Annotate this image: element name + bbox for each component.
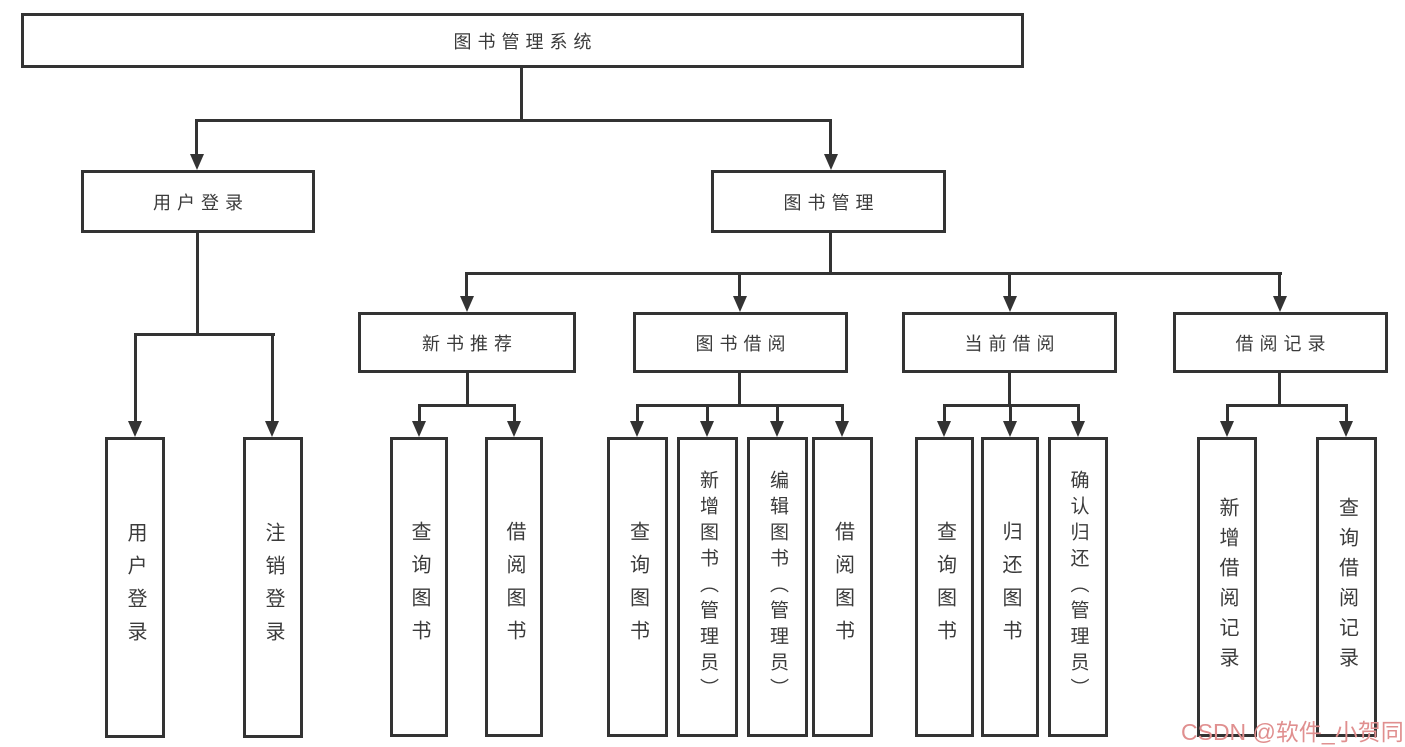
leaf-logout: 注销登录 — [243, 437, 303, 738]
arrow-down-icon — [835, 421, 849, 437]
connector-user-login-splitter — [134, 333, 275, 336]
leaf-query-books-current-label: 查询图书 — [933, 521, 956, 653]
connector-leaf-drop — [418, 404, 421, 422]
connector-drop-borrow-records — [1278, 272, 1281, 298]
arrow-down-icon — [700, 421, 714, 437]
leaf-confirm-return-admin: 确认归还（管理员） — [1048, 437, 1108, 737]
node-book-management-label: 图书管理 — [783, 192, 880, 213]
leaf-user-login-label: 用户登录 — [124, 521, 146, 654]
leaf-add-books-admin-label: 新增图书（管理员） — [697, 470, 718, 704]
node-book-borrow: 图书借阅 — [633, 312, 848, 373]
arrow-down-icon — [1273, 296, 1287, 312]
connector-book-management-stem — [829, 233, 832, 274]
node-book-management: 图书管理 — [711, 170, 946, 233]
leaf-borrow-books: 借阅图书 — [812, 437, 873, 737]
node-new-book-recommend-label: 新书推荐 — [422, 333, 518, 354]
leaf-borrow-books-recommend-label: 借阅图书 — [503, 521, 525, 653]
connector-drop-book-management — [829, 119, 832, 155]
leaf-add-borrow-record-label: 新增借阅记录 — [1216, 497, 1238, 677]
connector-user-login-stem — [196, 233, 199, 335]
arrow-down-icon — [770, 421, 784, 437]
connector-leaf-drop — [776, 404, 779, 422]
node-borrow-records: 借阅记录 — [1173, 312, 1388, 373]
leaf-query-books-recommend-label: 查询图书 — [408, 521, 430, 653]
leaf-borrow-books-recommend: 借阅图书 — [485, 437, 543, 737]
connector-leaf-drop — [636, 404, 639, 422]
leaf-query-books-current: 查询图书 — [915, 437, 974, 737]
arrow-down-icon — [630, 421, 644, 437]
leaf-query-borrow-record: 查询借阅记录 — [1316, 437, 1377, 737]
node-borrow-records-label: 借阅记录 — [1235, 333, 1332, 354]
leaf-query-books-borrow: 查询图书 — [607, 437, 668, 737]
leaf-query-borrow-record-label: 查询借阅记录 — [1335, 497, 1358, 677]
connector-drop-current-borrow — [1008, 272, 1011, 298]
arrow-down-icon — [1071, 421, 1085, 437]
leaf-query-books-borrow-label: 查询图书 — [626, 521, 649, 653]
node-current-borrow: 当前借阅 — [902, 312, 1117, 373]
connector-new-book-stem — [466, 373, 469, 406]
arrow-down-icon — [1339, 421, 1353, 437]
leaf-return-books: 归还图书 — [981, 437, 1039, 737]
leaf-add-books-admin: 新增图书（管理员） — [677, 437, 738, 737]
leaf-confirm-return-admin-label: 确认归还（管理员） — [1067, 470, 1089, 704]
connector-leaf-drop — [1345, 404, 1348, 422]
connector-borrow-records-splitter — [1226, 404, 1347, 407]
connector-drop-leaf-user-login — [134, 333, 137, 422]
arrow-down-icon — [265, 421, 279, 437]
node-current-borrow-label: 当前借阅 — [964, 333, 1061, 354]
arrow-down-icon — [1220, 421, 1234, 437]
connector-leaf-drop — [513, 404, 516, 422]
arrow-down-icon — [1003, 421, 1017, 437]
node-user-login-label: 用户登录 — [153, 192, 249, 213]
connector-leaf-drop — [1009, 404, 1012, 422]
connector-new-book-splitter — [418, 404, 516, 407]
leaf-edit-books-admin-label: 编辑图书（管理员） — [767, 470, 788, 704]
connector-root-stem — [520, 68, 523, 121]
arrow-down-icon — [1003, 296, 1017, 312]
arrow-down-icon — [733, 296, 747, 312]
connector-leaf-drop — [706, 404, 709, 422]
connector-leaf-drop — [943, 404, 946, 422]
leaf-logout-label: 注销登录 — [262, 521, 284, 654]
leaf-user-login: 用户登录 — [105, 437, 165, 738]
node-library-system: 图书管理系统 — [21, 13, 1024, 68]
connector-leaf-drop — [841, 404, 844, 422]
node-library-system-label: 图书管理系统 — [453, 31, 598, 52]
leaf-borrow-books-label: 借阅图书 — [831, 521, 854, 653]
connector-book-borrow-stem — [738, 373, 741, 406]
connector-leaf-drop — [1226, 404, 1229, 422]
connector-drop-new-book — [465, 272, 468, 298]
connector-borrow-records-stem — [1278, 373, 1281, 406]
leaf-add-borrow-record: 新增借阅记录 — [1197, 437, 1257, 737]
node-user-login: 用户登录 — [81, 170, 315, 233]
connector-level3-splitter — [465, 272, 1282, 275]
node-new-book-recommend: 新书推荐 — [358, 312, 576, 373]
connector-level2-splitter — [195, 119, 832, 122]
arrow-down-icon — [190, 154, 204, 170]
arrow-down-icon — [824, 154, 838, 170]
connector-leaf-drop — [1077, 404, 1080, 422]
connector-drop-leaf-logout — [271, 333, 274, 422]
arrow-down-icon — [937, 421, 951, 437]
arrow-down-icon — [507, 421, 521, 437]
leaf-return-books-label: 归还图书 — [999, 521, 1021, 653]
arrow-down-icon — [460, 296, 474, 312]
node-book-borrow-label: 图书借阅 — [695, 333, 792, 354]
connector-book-borrow-splitter — [636, 404, 844, 407]
arrow-down-icon — [412, 421, 426, 437]
arrow-down-icon — [128, 421, 142, 437]
connector-current-borrow-stem — [1008, 373, 1011, 406]
connector-drop-user-login — [195, 119, 198, 155]
leaf-edit-books-admin: 编辑图书（管理员） — [747, 437, 808, 737]
watermark-text: CSDN @软件_小贺同学 — [1181, 719, 1405, 745]
connector-drop-book-borrow — [738, 272, 741, 298]
leaf-query-books-recommend: 查询图书 — [390, 437, 448, 737]
